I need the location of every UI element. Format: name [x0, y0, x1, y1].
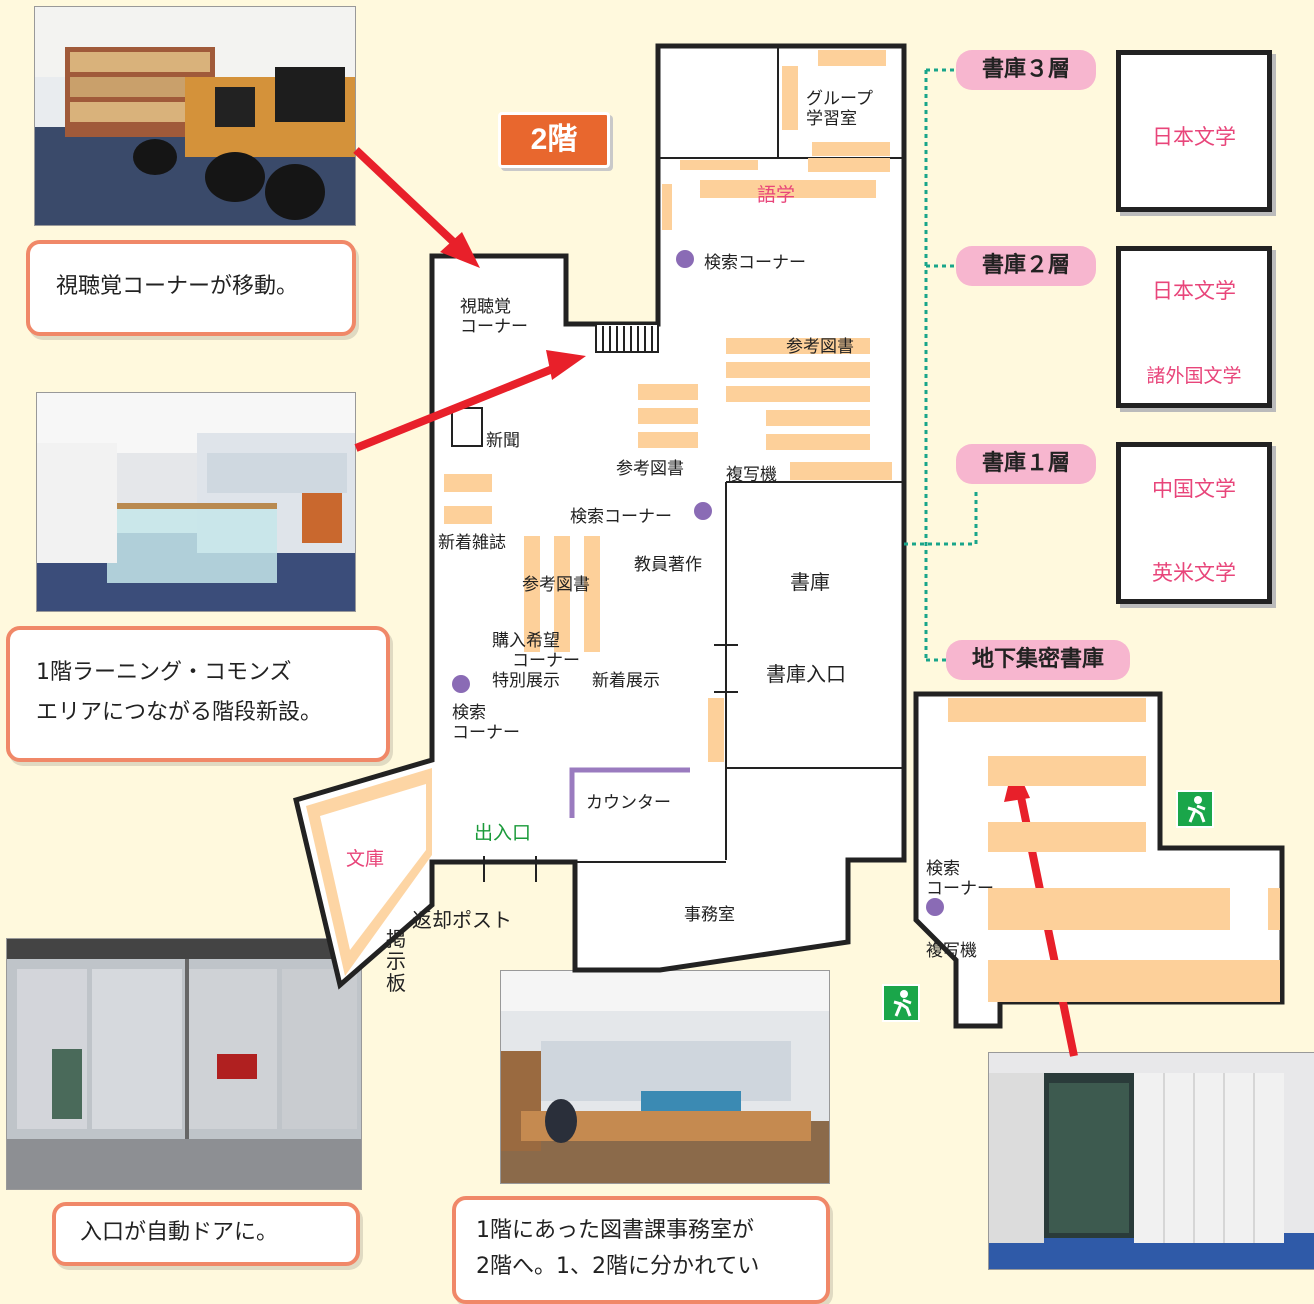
label-new-magazines: 新着雑誌 [438, 533, 506, 553]
label-reference-low: 参考図書 [522, 575, 590, 595]
stairs-photo [36, 392, 356, 612]
label-stacks-entrance: 書庫入口 [766, 662, 846, 686]
stack-connectors [904, 68, 978, 662]
label-search-3a: 検索 [452, 703, 486, 723]
label-purchase-req-2: コーナー [512, 651, 580, 671]
label-search-corner: 検索コーナー [704, 253, 806, 273]
callout-new-stairs: 1階ラーニング・コモンズ エリアにつながる階段新設。 [6, 626, 390, 762]
main-floor-outline [293, 43, 907, 990]
label-search-b-1: 検索 [926, 859, 960, 879]
label-copier-main: 複写機 [726, 465, 777, 485]
label-av-corner-2: コーナー [460, 317, 528, 337]
emergency-exit-icon [1176, 790, 1214, 828]
callout-av-moved: 視聴覚コーナーが移動。 [26, 240, 356, 336]
label-bulletin: 掲示板 [386, 927, 406, 995]
stack-item: 諸外国文学 [1146, 365, 1242, 387]
av-corner-photo [34, 6, 356, 226]
label-bunko: 文庫 [346, 848, 385, 870]
label-languages: 語学 [757, 184, 796, 206]
search-dot-icon [452, 675, 470, 693]
label-counter: カウンター [586, 793, 671, 813]
label-reference-top: 参考図書 [786, 337, 854, 357]
label-search-corner-2: 検索コーナー [570, 507, 672, 527]
callout-stairs-line1: 1階ラーニング・コモンズ [36, 660, 292, 685]
label-group-study-1: グループ [806, 89, 873, 109]
label-group-study-2: 学習室 [806, 109, 857, 129]
search-dot-icon [676, 250, 694, 268]
callout-stairs-line2: エリアにつながる階段新設。 [36, 700, 323, 725]
stack-pill-layer3: 書庫３層 [956, 50, 1096, 90]
floor-plan [293, 43, 1285, 1057]
label-purchase-req-1: 購入希望 [492, 631, 560, 651]
stack-item: 日本文学 [1152, 279, 1236, 303]
entrance-photo [6, 938, 362, 1190]
counter-shape [569, 767, 690, 818]
callout-auto-door: 入口が自動ドアに。 [52, 1202, 360, 1266]
label-newspaper: 新聞 [486, 431, 520, 451]
compact-shelves-photo [988, 1052, 1314, 1270]
label-office: 事務室 [684, 905, 735, 925]
label-search-3b: コーナー [452, 723, 520, 743]
emergency-exit-icon [882, 984, 920, 1022]
stack-box-layer2: 日本文学 諸外国文学 [1116, 246, 1272, 408]
search-dot-icon [694, 502, 712, 520]
callout-auto-door-text: 入口が自動ドアに。 [80, 1220, 279, 1245]
label-copier-basement: 複写機 [926, 941, 977, 961]
label-faculty-works: 教員著作 [634, 555, 702, 575]
stack-pill-layer2: 書庫２層 [956, 246, 1096, 286]
stack-pill-layer1: 書庫１層 [956, 444, 1096, 484]
floor-badge: 2階 [498, 112, 610, 168]
stack-item: 英米文学 [1152, 561, 1236, 585]
label-av-corner-1: 視聴覚 [460, 297, 511, 317]
label-special-exhibit: 特別展示 [492, 671, 560, 691]
stack-box-layer1: 中国文学 英米文学 [1116, 442, 1272, 604]
stairs-icon [595, 323, 659, 353]
label-search-b-2: コーナー [926, 879, 994, 899]
label-return-post: 返却ポスト [412, 908, 512, 932]
stack-item: 中国文学 [1152, 477, 1236, 501]
newspaper-rack [451, 407, 483, 447]
stack-pill-basement: 地下集密書庫 [946, 640, 1130, 680]
label-reference-mid: 参考図書 [616, 459, 684, 479]
label-new-exhibit: 新着展示 [592, 671, 660, 691]
callout-av-moved-text: 視聴覚コーナーが移動。 [56, 274, 299, 299]
callout-office-line1: 1階にあった図書課事務室が [476, 1218, 754, 1243]
office-photo [500, 970, 830, 1184]
stack-item: 日本文学 [1152, 125, 1236, 149]
label-stacks-room: 書庫 [790, 570, 830, 594]
label-entrance: 出入口 [474, 822, 532, 844]
stack-box-layer3: 日本文学 [1116, 50, 1272, 212]
search-dot-icon [926, 898, 944, 916]
